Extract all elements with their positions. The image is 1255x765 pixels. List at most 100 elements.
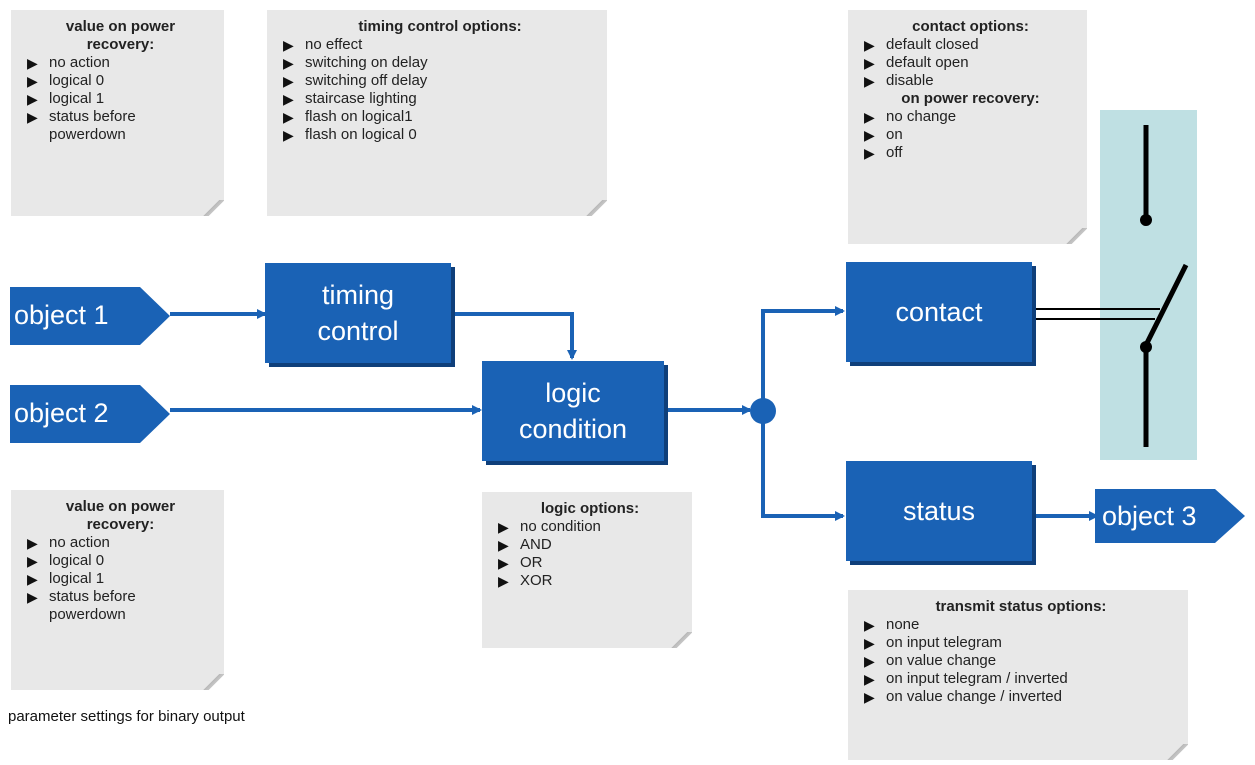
- bullet-icon: ▶: [283, 37, 294, 53]
- bullet-icon: ▶: [283, 127, 294, 143]
- switch-lever: [1143, 263, 1189, 347]
- bullet-icon: ▶: [864, 689, 875, 705]
- list-item-text: no change: [886, 108, 957, 125]
- timing-control-block: timing control: [265, 263, 451, 363]
- list-item-text: XOR: [520, 572, 553, 589]
- logic-condition-block: logic condition: [482, 361, 664, 461]
- note-title: timing control options:: [358, 18, 522, 35]
- list-item: powerdown: [27, 126, 214, 144]
- bullet-icon: ▶: [864, 671, 875, 687]
- list-item-text: on input telegram / inverted: [886, 670, 1068, 687]
- bullet-icon: ▶: [27, 553, 38, 569]
- bullet-icon: ▶: [27, 109, 38, 125]
- list-item: ▶ flash on logical 0: [283, 126, 597, 144]
- list-item-text: flash on logical 0: [305, 126, 417, 143]
- note-value-recovery-top: value on power recovery: ▶no action ▶log…: [11, 10, 224, 216]
- list-item-text: flash on logical1: [305, 108, 413, 125]
- list-item: ▶status before: [27, 108, 214, 126]
- arrow-junction-to-contact: [761, 306, 845, 411]
- list-item-text: switching off delay: [305, 72, 428, 89]
- list-item-text: none: [886, 616, 920, 633]
- bullet-icon: ▶: [864, 617, 875, 633]
- switch-upper-pivot: [1140, 214, 1152, 226]
- note-title: transmit status options:: [935, 598, 1107, 615]
- list-item: ▶ logical 1: [27, 570, 214, 588]
- note-transmit-options: transmit status options: ▶none ▶on input…: [848, 590, 1188, 760]
- list-item-text: AND: [520, 536, 552, 553]
- list-item-text: on: [886, 126, 903, 143]
- bullet-icon: ▶: [498, 573, 509, 589]
- list-item: ▶switching off delay: [283, 72, 597, 90]
- list-item-text: status before: [49, 588, 136, 605]
- object-2-shape: [10, 385, 170, 443]
- note-title: value on power: [65, 18, 176, 35]
- list-item-text: logical 1: [49, 570, 105, 587]
- note-logic-options: logic options: ▶no condition ▶AND ▶ OR ▶ X…: [482, 492, 692, 648]
- note-title: logic options:: [540, 500, 640, 517]
- list-item: ▶ none: [864, 616, 1178, 634]
- note-title: contact options:: [912, 18, 1029, 35]
- list-item: ▶ no change: [864, 108, 1077, 126]
- note-value-recovery-bottom: value on power recovery: ▶no action ▶log…: [11, 490, 224, 690]
- list-item: ▶no action: [27, 54, 214, 72]
- logic-block-line2: condition: [518, 414, 628, 444]
- bullet-icon: ▶: [283, 91, 294, 107]
- page-fold-icon: [585, 200, 607, 216]
- list-item: ▶default open: [864, 54, 1077, 72]
- list-item: ▶logical 0: [27, 72, 214, 90]
- list-item-text: powerdown: [49, 126, 126, 143]
- bullet-icon: ▶: [864, 127, 875, 143]
- list-item-text: no effect: [305, 36, 363, 53]
- object-3-shape: [1095, 489, 1245, 543]
- contact-block-label: contact: [895, 297, 983, 327]
- list-item-text: logical 1: [49, 90, 105, 107]
- list-item: ▶on input telegram: [864, 634, 1178, 652]
- list-item: ▶ XOR: [498, 572, 682, 590]
- list-item: ▶no condition: [498, 518, 682, 536]
- list-item: ▶AND: [498, 536, 682, 554]
- list-item-text: logical 0: [49, 552, 105, 569]
- list-item: ▶staircase lighting: [283, 90, 597, 108]
- list-item: ▶flash on logical1: [283, 108, 597, 126]
- list-item: ▶on value change / inverted: [864, 688, 1178, 706]
- bullet-icon: ▶: [27, 589, 38, 605]
- contact-block: contact: [846, 262, 1032, 362]
- list-item: ▶default closed: [864, 36, 1077, 54]
- bullet-icon: ▶: [498, 555, 509, 571]
- object-3-label: object 3: [1102, 501, 1197, 531]
- list-item: ▶ on: [864, 126, 1077, 144]
- list-item-text: no action: [49, 54, 110, 71]
- page-fold-icon: [1065, 228, 1087, 244]
- list-item-text: powerdown: [49, 606, 126, 623]
- list-item: ▶logical 1: [27, 90, 214, 108]
- bullet-icon: ▶: [864, 73, 875, 89]
- list-item-text: logical 0: [49, 72, 105, 89]
- arrow-timing-to-logic: [453, 312, 577, 360]
- list-item: ▶ disable: [864, 72, 1077, 90]
- bullet-icon: ▶: [27, 571, 38, 587]
- switch-lower-pivot: [1140, 341, 1152, 353]
- timing-block-line2: control: [317, 316, 399, 346]
- figure-caption: parameter settings for binary output: [8, 708, 245, 725]
- list-item: ▶ logical 0: [27, 552, 214, 570]
- bullet-icon: ▶: [864, 109, 875, 125]
- status-block-label: status: [902, 496, 976, 526]
- list-item-text: no action: [49, 534, 110, 551]
- list-item: ▶ on input telegram / inverted: [864, 670, 1178, 688]
- page-fold-icon: [670, 632, 692, 648]
- bullet-icon: ▶: [864, 653, 875, 669]
- list-item: ▶switching on delay: [283, 54, 597, 72]
- bullet-icon: ▶: [283, 55, 294, 71]
- list-item-text: OR: [520, 554, 543, 571]
- list-item: ▶off: [864, 144, 1077, 162]
- object-1-label: object 1: [14, 300, 109, 330]
- object-1-shape: [10, 287, 170, 345]
- list-item-text: on value change: [886, 652, 997, 669]
- list-item-text: default open: [886, 54, 969, 71]
- list-item: powerdown: [27, 606, 214, 624]
- timing-block-line1: timing: [321, 280, 395, 310]
- page-fold-icon: [202, 674, 224, 690]
- list-item: ▶ OR: [498, 554, 682, 572]
- list-item-text: disable: [886, 72, 934, 89]
